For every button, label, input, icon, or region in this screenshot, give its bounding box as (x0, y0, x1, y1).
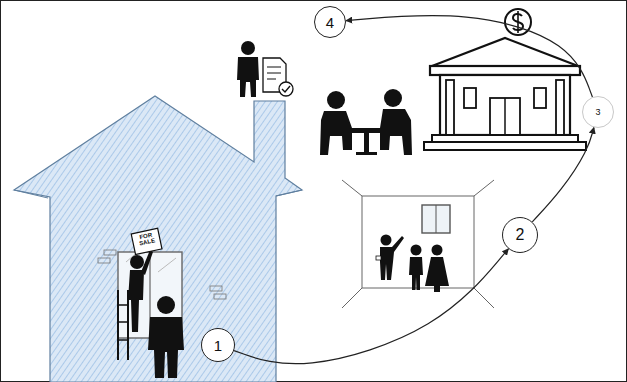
meeting-people (320, 89, 412, 155)
step-circle: 1 (201, 328, 235, 362)
dollar-coin (505, 9, 531, 35)
house (14, 96, 302, 382)
house-part (14, 96, 302, 382)
house-part (14, 190, 302, 198)
bricks-part (104, 250, 116, 255)
standing-person-part (157, 296, 175, 314)
bank-building-part (430, 66, 580, 75)
bank-building-part (440, 75, 570, 135)
bank-building-part (464, 88, 476, 108)
document-person (237, 41, 293, 97)
callout-number: 3 (595, 108, 600, 117)
document-person-part (267, 79, 276, 80)
callout-number: 4 (326, 15, 334, 30)
callout-number: 1 (214, 338, 222, 353)
document-person-part (237, 57, 259, 97)
document-person-part (267, 73, 281, 74)
ladder-person-part (118, 321, 128, 323)
viewing-room-part (381, 235, 392, 246)
callout-number: 2 (516, 227, 525, 243)
viewing-room-part (380, 236, 404, 280)
dollar-coin-part (517, 11, 519, 33)
document-person-part (267, 67, 281, 68)
ladder-person (118, 250, 153, 360)
flow-arrow (346, 16, 592, 97)
bricks-part (214, 294, 226, 299)
viewing-room-part (409, 257, 423, 290)
flow-arrow (532, 127, 594, 221)
meeting-people-part (327, 91, 345, 109)
meeting-people-part (320, 111, 352, 155)
viewing-room-part (425, 257, 449, 292)
viewing-room-part (376, 256, 381, 260)
for-sale-sign-part (131, 228, 162, 254)
viewing-room-part (422, 205, 450, 233)
bank-building-part (556, 80, 564, 135)
bank-building-part (490, 98, 520, 135)
document-person-part (241, 41, 255, 55)
meeting-people-part (364, 133, 369, 155)
ladder-person-part (127, 290, 129, 360)
step-circle: 4 (314, 6, 346, 38)
ladder-person-part (128, 270, 144, 332)
meeting-people-part (356, 152, 377, 155)
meeting-people-part (384, 89, 402, 107)
viewing-room-part (474, 288, 494, 308)
ladder-person-part (130, 255, 144, 269)
ladder-person-part (118, 339, 128, 341)
ladder-person-part (141, 250, 153, 275)
flow-arrow (234, 249, 508, 364)
bank-building-part (424, 142, 586, 150)
viewing-room-part (342, 180, 362, 196)
viewing-room-part (474, 180, 494, 196)
document-person-part (279, 82, 293, 96)
bank-building-part (504, 98, 506, 135)
bank-building-part (432, 135, 578, 142)
dollar-coin-part (505, 9, 531, 35)
glass-door-part (158, 258, 176, 272)
step-circle: 2 (502, 217, 538, 253)
ladder-person-part (117, 290, 119, 360)
viewing-room (342, 180, 494, 308)
bricks-part (210, 286, 222, 291)
bricks-part (98, 258, 110, 263)
bank-building-part (446, 80, 454, 135)
viewing-room-part (342, 288, 362, 308)
bank-building (424, 38, 586, 150)
document-person-part (282, 86, 290, 92)
standing-person (148, 296, 184, 378)
bank-building-part (432, 38, 578, 66)
ladder-person-part (118, 304, 128, 306)
step-circle: 3 (582, 96, 614, 128)
viewing-room-part (432, 245, 443, 256)
for-sale-sign (131, 228, 162, 254)
meeting-people-part (348, 128, 386, 133)
viewing-room-part (436, 205, 437, 233)
viewing-room-part (411, 245, 422, 256)
standing-person-part (148, 317, 184, 378)
bank-building-part (534, 88, 546, 108)
